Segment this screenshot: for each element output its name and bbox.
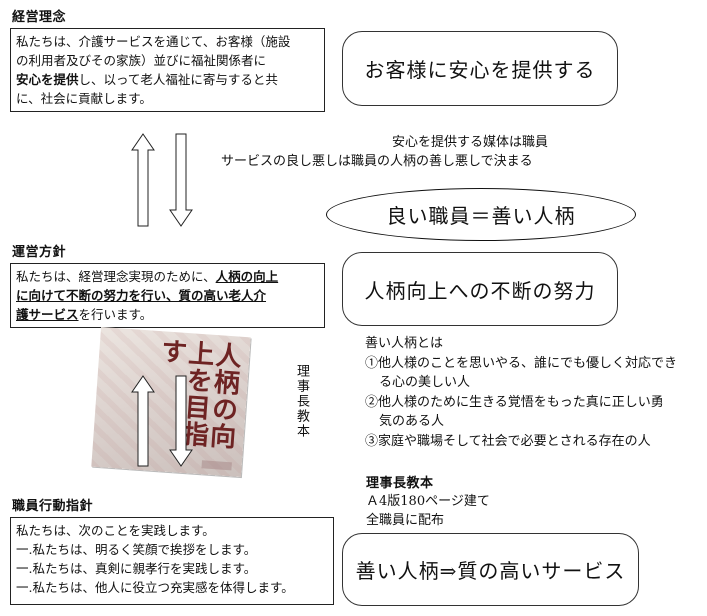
- policy-line: 護サービスを行います。: [16, 305, 319, 324]
- good-staff-ellipse: 良い職員＝善い人柄: [326, 188, 636, 241]
- policy-line: 私たちは、経営理念実現のために、人柄の向上: [16, 267, 319, 286]
- book-info-line: 全職員に配布: [366, 513, 445, 528]
- good-character-item: ③家庭や職場そして社会で必要とされる存在の人: [365, 433, 651, 449]
- philosophy-heading: 経営理念: [12, 10, 67, 25]
- conduct-line: 一.私たちは、明るく笑顔で挨拶をします。: [16, 542, 257, 557]
- media-line: 安心を提供する媒体は職員: [392, 135, 549, 150]
- good-character-item-cont: 気のある人: [379, 414, 445, 429]
- policy-line-rest: を行います。: [78, 307, 153, 322]
- book-info-heading: 理事長教本: [366, 476, 434, 491]
- good-character-item: ①他人様のことを思いやる、誰にでも優しく対応でき: [365, 355, 678, 371]
- conduct-heading: 職員行動指針: [12, 499, 94, 514]
- policy-emphasis: 人柄の向上: [215, 269, 279, 284]
- conduct-box: 私たちは、次のことを実践します。 一.私たちは、明るく笑顔で挨拶をします。 一.…: [10, 517, 334, 605]
- up-arrow-icon: [131, 375, 155, 467]
- up-arrow-icon: [131, 133, 155, 227]
- policy-box: 私たちは、経営理念実現のために、人柄の向上 に向けて不断の努力を行い、質の高い老…: [10, 263, 325, 328]
- policy-heading: 運営方針: [12, 245, 67, 260]
- book-cover-title: 人柄の向上を目指す: [155, 336, 243, 451]
- philosophy-line-rest: し、以って老人福祉に寄与すると共: [78, 72, 278, 87]
- policy-line: に向けて不断の努力を行い、質の高い老人介: [16, 286, 319, 305]
- conduct-line: 私たちは、次のことを実践します。: [16, 523, 215, 538]
- policy-line-pre: 私たちは、経営理念実現のために、: [16, 269, 216, 284]
- book-vertical-caption: 理事長教本: [294, 364, 309, 439]
- customer-safety-box: お客様に安心を提供する: [342, 31, 618, 106]
- service-quality-line: サービスの良し悪しは職員の人柄の善し悪しで決まる: [221, 154, 533, 169]
- good-character-item-cont: る心の美しい人: [379, 375, 471, 390]
- good-character-item: ②他人様のために生きる覚悟をもった真に正しい勇: [365, 394, 664, 410]
- down-arrow-icon: [169, 133, 193, 227]
- philosophy-line: 私たちは、介護サービスを通じて、お客様（施設: [16, 34, 291, 49]
- conduct-line: 一.私たちは、他人に役立つ充実感を体得します。: [16, 580, 294, 595]
- good-character-list: 善い人柄とは ①他人様のことを思いやる、誰にでも優しく対応でき る心の美しい人 …: [365, 334, 705, 451]
- philosophy-line: に、社会に貢献します。: [16, 91, 152, 106]
- philosophy-box: 私たちは、介護サービスを通じて、お客様（施設 の利用者及びその家族）並びに福祉関…: [10, 28, 325, 112]
- good-character-title: 善い人柄とは: [365, 336, 444, 351]
- improvement-effort-box: 人柄向上への不断の努力: [342, 252, 618, 326]
- book-info-line: Ａ4版180ページ建て: [366, 494, 490, 509]
- policy-emphasis: 護サービス: [16, 307, 79, 322]
- philosophy-emphasis: 安心を提供: [16, 72, 79, 87]
- conduct-line: 一.私たちは、真剣に親孝行を実践します。: [16, 561, 257, 576]
- down-arrow-icon: [169, 375, 193, 467]
- philosophy-line: の利用者及びその家族）並びに福祉関係者に: [16, 53, 267, 68]
- quality-service-box: 善い人柄⇒質の高いサービス: [342, 533, 639, 606]
- policy-emphasis: に向けて不断の努力を行い、質の高い老人介: [16, 288, 267, 303]
- philosophy-line: 安心を提供し、以って老人福祉に寄与すると共: [16, 70, 319, 89]
